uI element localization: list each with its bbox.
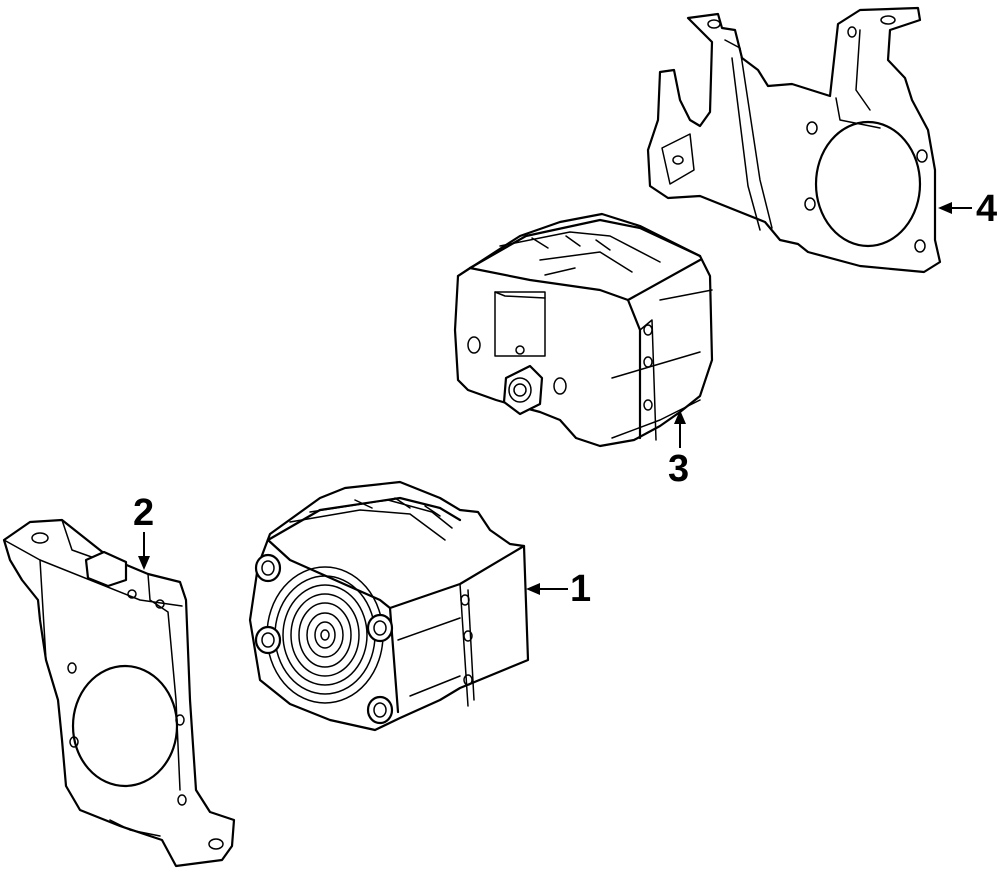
callout-label-4: 4 xyxy=(976,188,998,230)
callout-label-2: 2 xyxy=(133,492,155,534)
callout-arrow-4 xyxy=(938,202,972,214)
callout-arrow-2 xyxy=(138,532,150,570)
part-3-sensor xyxy=(453,212,714,448)
callout-arrow-3 xyxy=(674,410,686,448)
callout-label-1: 1 xyxy=(570,568,592,610)
callout-label-3: 3 xyxy=(668,448,690,490)
part-1-sensor xyxy=(248,480,530,732)
part-2-bracket xyxy=(2,518,236,868)
callout-arrow-1 xyxy=(526,583,568,595)
part-4-bracket xyxy=(646,6,942,274)
